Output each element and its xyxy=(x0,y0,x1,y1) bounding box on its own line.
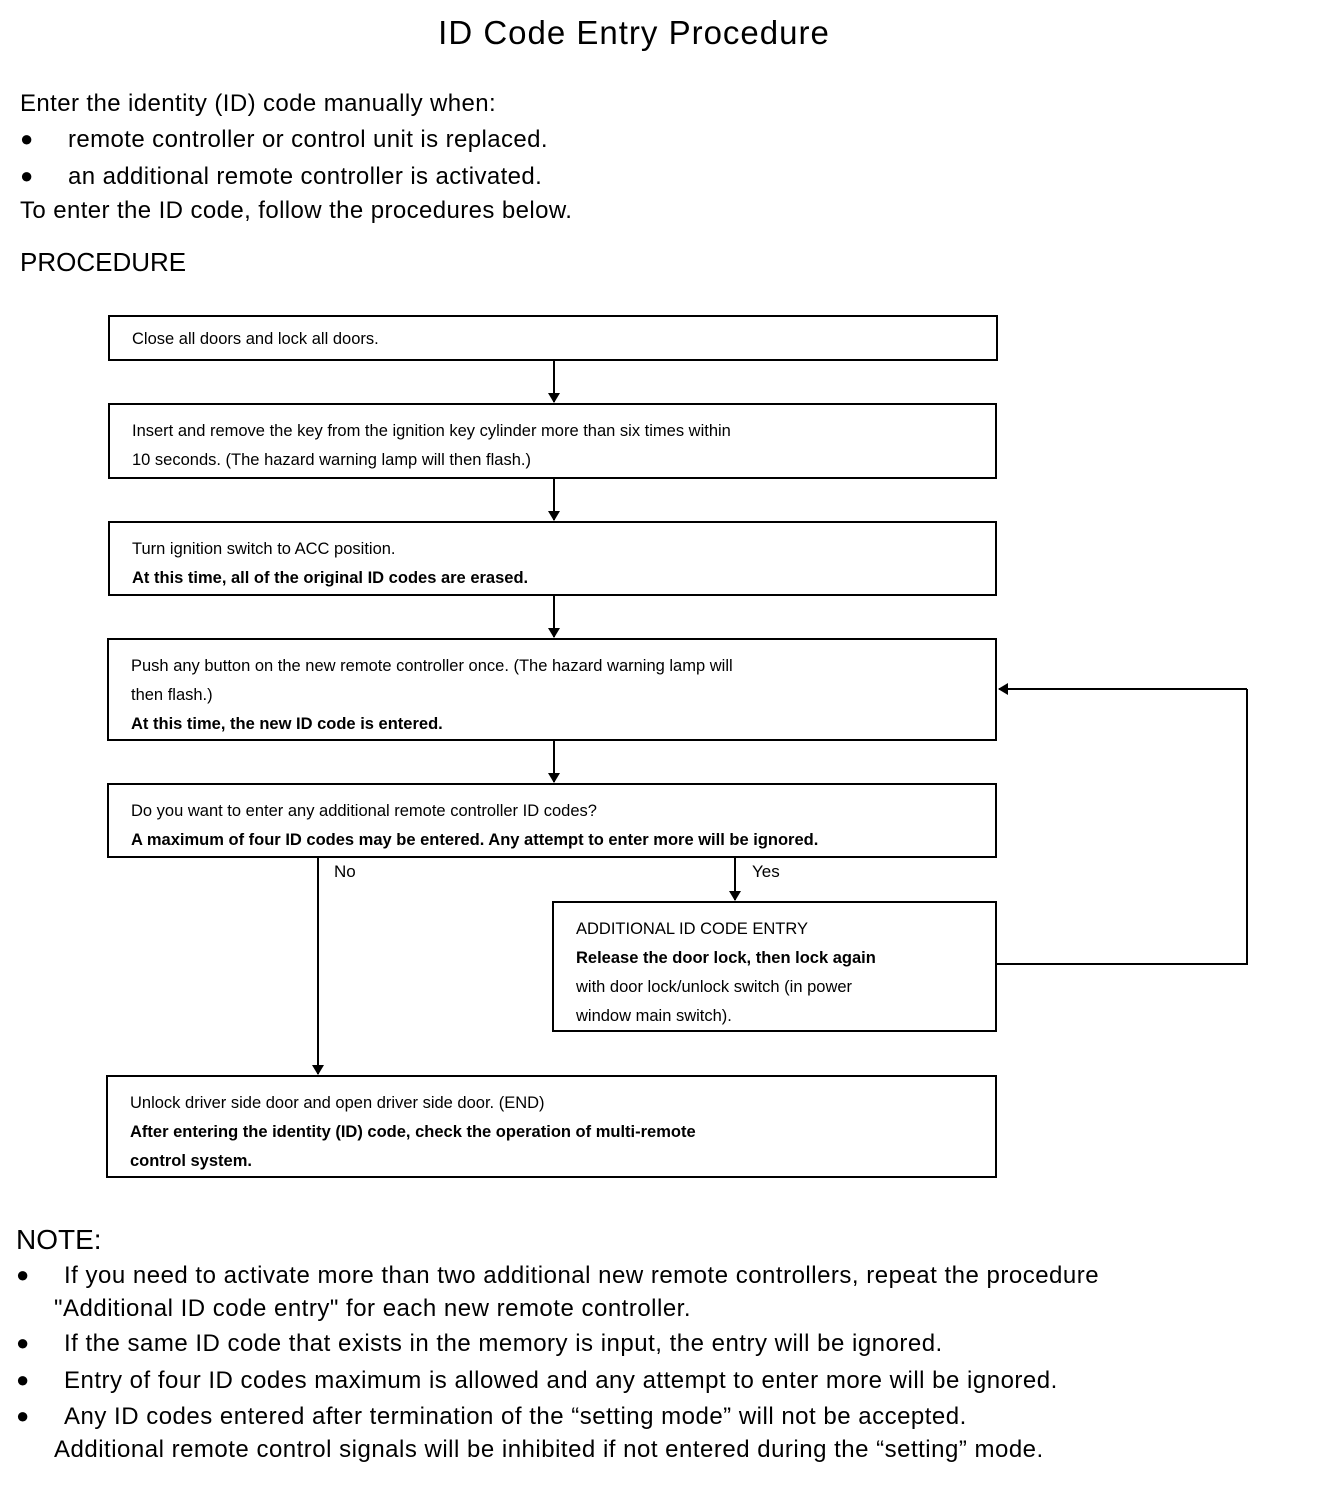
note-text-continued: Additional remote control signals will b… xyxy=(54,1436,1044,1463)
step-end-unlock-driver-door: Unlock driver side door and open driver … xyxy=(106,1075,997,1178)
step-close-lock-doors: Close all doors and lock all doors. xyxy=(108,315,998,361)
step-insert-remove-key: Insert and remove the key from the ignit… xyxy=(108,403,997,479)
step-text-emphasis: control system. xyxy=(130,1152,252,1170)
note-text-continued: "Additional ID code entry" for each new … xyxy=(54,1295,692,1322)
page-title: ID Code Entry Procedure xyxy=(438,14,830,51)
decision-additional-codes: Do you want to enter any additional remo… xyxy=(107,783,997,858)
bullet-icon: ● xyxy=(16,1367,30,1392)
step-text-emphasis: At this time, all of the original ID cod… xyxy=(132,569,529,587)
step-text: with door lock/unlock switch (in power xyxy=(576,978,853,996)
step-text: Turn ignition switch to ACC position. xyxy=(132,540,396,558)
intro-follow: To enter the ID code, follow the procedu… xyxy=(20,197,573,224)
step-text: window main switch). xyxy=(576,1007,732,1025)
step-text: Unlock driver side door and open driver … xyxy=(130,1094,545,1112)
step-additional-id-entry: ADDITIONAL ID CODE ENTRY Release the doo… xyxy=(552,901,997,1032)
intro-bullet-1: ● remote controller or control unit is r… xyxy=(20,126,720,156)
step-text-emphasis: A maximum of four ID codes may be entere… xyxy=(131,831,819,849)
note-heading: NOTE: xyxy=(16,1224,102,1255)
note-text: If you need to activate more than two ad… xyxy=(64,1262,1100,1289)
step-text-emphasis: After entering the identity (ID) code, c… xyxy=(130,1123,696,1141)
bullet-icon: ● xyxy=(20,126,34,151)
step-text: Close all doors and lock all doors. xyxy=(132,330,379,348)
branch-label-no: No xyxy=(334,862,356,881)
step-text: Insert and remove the key from the ignit… xyxy=(132,422,731,440)
intro-bullet-2: ● an additional remote controller is act… xyxy=(20,163,720,193)
step-text: then flash.) xyxy=(131,686,213,704)
intro-lead: Enter the identity (ID) code manually wh… xyxy=(20,90,497,117)
step-text: Push any button on the new remote contro… xyxy=(131,657,733,675)
step-text-emphasis: Release the door lock, then lock again xyxy=(576,949,876,967)
note-text: If the same ID code that exists in the m… xyxy=(64,1330,943,1357)
note-item-2: ● If the same ID code that exists in the… xyxy=(16,1330,1306,1362)
bullet-icon: ● xyxy=(16,1330,30,1355)
step-text: 10 seconds. (The hazard warning lamp wil… xyxy=(132,451,531,469)
bullet-icon: ● xyxy=(16,1262,30,1287)
note-text: Entry of four ID codes maximum is allowe… xyxy=(64,1367,1058,1394)
intro-bullet-text: an additional remote controller is activ… xyxy=(68,163,543,190)
step-heading: ADDITIONAL ID CODE ENTRY xyxy=(576,920,808,938)
procedure-heading: PROCEDURE xyxy=(20,247,187,277)
branch-label-yes: Yes xyxy=(752,862,780,881)
step-push-remote-button: Push any button on the new remote contro… xyxy=(107,638,997,741)
bullet-icon: ● xyxy=(16,1403,30,1428)
intro-bullet-text: remote controller or control unit is rep… xyxy=(68,126,548,153)
note-item-4: ● Any ID codes entered after termination… xyxy=(16,1403,1306,1469)
note-item-1: ● If you need to activate more than two … xyxy=(16,1262,1306,1328)
note-text: Any ID codes entered after termination o… xyxy=(64,1403,967,1430)
step-text-emphasis: At this time, the new ID code is entered… xyxy=(131,715,443,733)
loop-back-line xyxy=(997,689,1248,965)
note-item-3: ● Entry of four ID codes maximum is allo… xyxy=(16,1367,1306,1399)
step-text: Do you want to enter any additional remo… xyxy=(131,802,597,820)
bullet-icon: ● xyxy=(20,163,34,188)
step-turn-ignition-acc: Turn ignition switch to ACC position. At… xyxy=(108,521,997,596)
